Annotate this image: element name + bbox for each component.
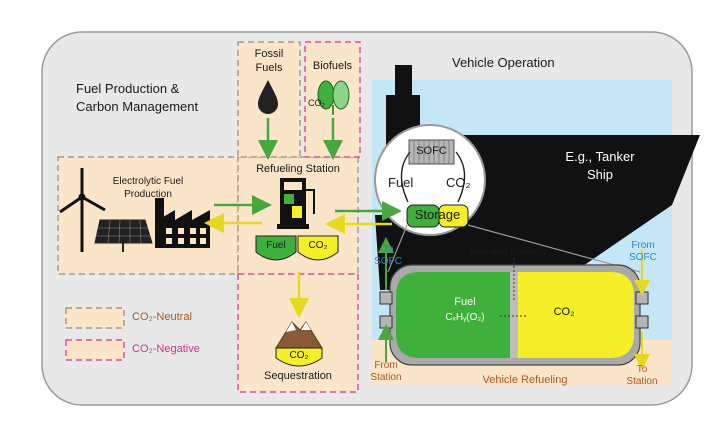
tank-formula-label: CₓHᵧ(O₂) [445,312,485,323]
magnifier-fuel-label: Fuel [388,175,414,190]
legend-negative-swatch [65,339,125,361]
solar-panel [94,219,153,252]
sequestration-label: Sequestration [264,370,332,382]
example-label-1: E.g., Tanker [565,149,635,164]
fossil-fuels-label-2: Fuels [255,62,283,74]
from-station-label-2: Station [370,372,402,383]
biofuels-label: Biofuels [312,60,353,72]
biofuels-co2-label: CO₂ [308,98,325,108]
leaves-icon [317,80,350,115]
electrolytic-region [57,156,239,275]
tank-co2 [518,272,634,358]
storage-yellow [438,204,469,228]
wind-turbine [59,168,106,252]
right-upper-port [635,291,649,305]
from-sofc-label-1: From [631,240,655,251]
oil-drop-icon [258,80,278,114]
to-station-label-1: To [636,364,648,375]
tank-fuel [396,272,510,358]
sofc-box [408,139,455,165]
movable-partition-label: Movable partition [470,247,547,258]
right-lower-port [635,315,649,329]
legend-neutral-swatch [65,307,125,329]
storage-label: Storage [414,207,461,222]
tank-fuel-label: Fuel [454,296,476,308]
sequestration-co2-label: CO₂ [289,350,309,361]
sofc-label: SOFC [416,145,447,157]
fossil-fuels-label-1: Fossil [254,48,284,60]
refueling-station-label: Refueling Station [256,163,340,175]
from-sofc-label-2: SOFC [629,252,657,263]
left-lower-port [379,315,393,329]
station-co2-label: CO₂ [308,240,328,251]
electrolytic-label-1: Electrolytic Fuel [112,176,184,187]
from-station-label-1: From [374,360,398,371]
tank-co2-label: CO₂ [553,306,575,318]
sequestration-bowl [275,347,323,367]
to-station-label-2: Station [626,376,658,387]
station-fuel-bowl [255,235,297,261]
legend-negative-label: CO₂-Negative [132,343,200,355]
electrolytic-label-2: Production [124,189,172,200]
fuel-production-title-1: Fuel Production & [76,81,180,96]
to-sofc-label-2: SOFC [374,256,402,267]
legend-neutral-label: CO₂-Neutral [132,311,192,323]
magnifier-co2-label: CO₂ [446,175,471,190]
to-sofc-label-1: To [382,244,394,255]
ship-silhouette [375,65,700,290]
vehicle-operation-title: Vehicle Operation [452,55,555,70]
fuel-pump-icon [277,178,315,229]
fuel-production-title-2: Carbon Management [76,99,199,114]
example-label-2: Ship [586,167,614,182]
vehicle-refueling-label: Vehicle Refueling [482,374,568,386]
factory-icon [155,198,210,248]
left-upper-port [379,291,393,305]
station-fuel-label: Fuel [266,240,286,251]
station-co2-bowl [297,235,339,261]
tank-partition [510,272,518,358]
